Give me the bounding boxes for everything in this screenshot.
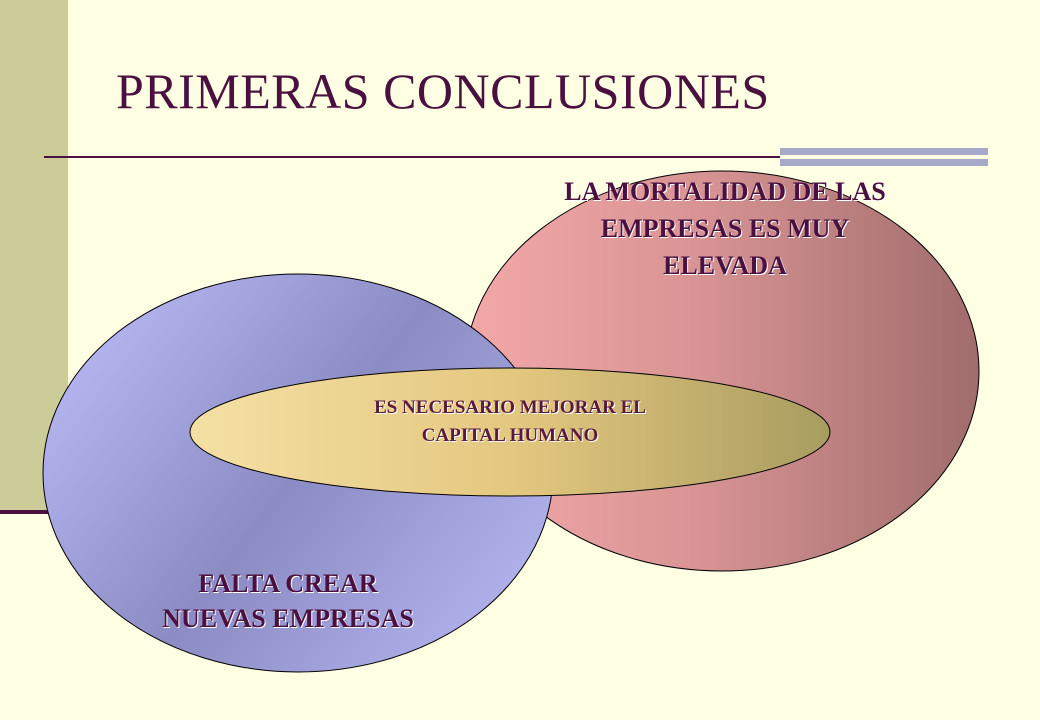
title-underline bbox=[44, 156, 984, 158]
mortality-label-line1: LA MORTALIDAD DE LAS bbox=[564, 177, 886, 206]
title-accent-bar bbox=[780, 148, 988, 166]
new-companies-label: FALTA CREAR NUEVAS EMPRESAS bbox=[118, 566, 458, 636]
slide-title: PRIMERAS CONCLUSIONES bbox=[116, 63, 770, 119]
mortality-label-line2: EMPRESAS ES MUY bbox=[600, 214, 850, 243]
new-companies-label-line1: FALTA CREAR bbox=[198, 569, 378, 598]
gold-center-ellipse bbox=[189, 367, 831, 497]
human-capital-label-line1: ES NECESARIO MEJORAR EL bbox=[374, 397, 646, 418]
mortality-label-line3: ELEVADA bbox=[663, 251, 787, 280]
mortality-label: LA MORTALIDAD DE LAS EMPRESAS ES MUY ELE… bbox=[500, 173, 950, 284]
human-capital-label-line2: CAPITAL HUMANO bbox=[421, 425, 599, 446]
left-accent-rule bbox=[0, 510, 48, 514]
human-capital-label: ES NECESARIO MEJORAR EL CAPITAL HUMANO bbox=[300, 394, 720, 450]
new-companies-label-line2: NUEVAS EMPRESAS bbox=[162, 604, 414, 633]
